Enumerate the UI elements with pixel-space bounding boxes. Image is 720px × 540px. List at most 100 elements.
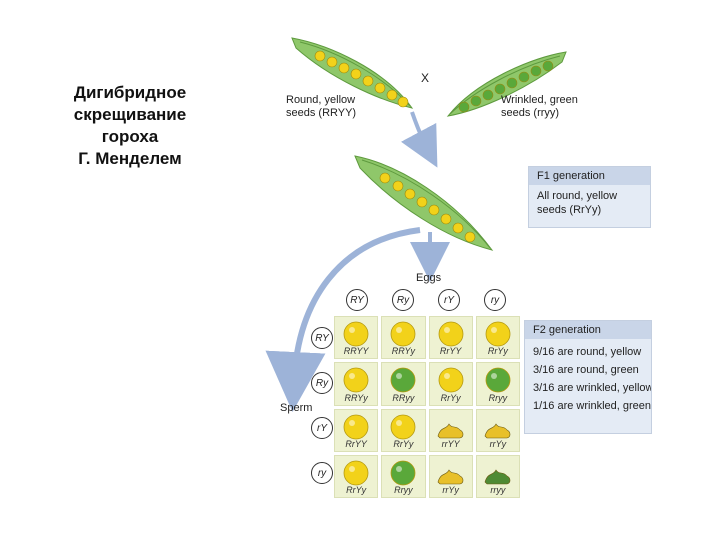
genotype-label: RrYy — [393, 438, 414, 449]
pea — [440, 213, 452, 225]
genotype-label: RrYy — [440, 392, 461, 403]
pea — [374, 82, 386, 94]
genotype-label: rryy — [490, 485, 506, 495]
punnett-cell: RRYy — [334, 362, 379, 406]
yellow-pea-icon — [343, 367, 369, 398]
cross-symbol: X — [421, 71, 430, 85]
yellow-pea-icon — [343, 414, 369, 445]
pea — [428, 204, 440, 216]
genotype-label: RrYy — [346, 485, 367, 495]
pea — [350, 68, 362, 80]
f2-line-3: 3/16 are wrinkled, yellow — [533, 382, 651, 394]
parent1-label-line-1: Round, yellow — [286, 94, 356, 106]
f2-body: 9/16 are round, yellow 3/16 are round, g… — [525, 339, 651, 419]
green-pea-icon — [485, 367, 511, 398]
yellow-pea-icon — [438, 321, 464, 352]
pea — [542, 60, 554, 72]
punnett-cell: RrYy — [475, 316, 520, 360]
pea — [404, 188, 416, 200]
sperm-gamete-Ry: Ry — [311, 372, 333, 394]
pea — [530, 65, 542, 77]
yellow-pea-icon — [436, 420, 466, 445]
pea — [379, 172, 391, 184]
genotype-label: RRYy — [391, 346, 415, 357]
yellow-pea-icon — [343, 321, 369, 352]
punnett-cell: RRYY — [334, 316, 379, 360]
genotype-label: RRYY — [343, 346, 369, 357]
pea — [416, 196, 428, 208]
pea — [326, 56, 338, 68]
pea — [397, 96, 409, 108]
sperm-gamete-RY: RY — [311, 327, 333, 349]
punnett-cell: Rryy — [381, 454, 426, 498]
pea — [458, 101, 470, 113]
pea — [386, 89, 398, 101]
pea — [392, 180, 404, 192]
pea — [506, 77, 518, 89]
punnett-cell: Rryy — [475, 362, 520, 406]
parent2-label-line-1: Wrinkled, green — [501, 94, 578, 106]
pea — [314, 50, 326, 62]
pea — [482, 89, 494, 101]
genotype-label: RRYy — [344, 392, 368, 403]
yellow-pea-icon — [438, 367, 464, 398]
egg-gamete-Ry: Ry — [392, 289, 414, 311]
yellow-pea-icon — [485, 321, 511, 352]
punnett-cell: rrYy — [475, 408, 520, 452]
genotype-label: Rryy — [394, 485, 413, 495]
f1-generation-box: F1 generation All round, yellow seeds (R… — [528, 166, 651, 228]
title-line-2: скрещивание — [73, 105, 187, 124]
genotype-label: RrYY — [439, 346, 462, 357]
sperm-gamete-rY: rY — [311, 417, 333, 439]
punnett-cell: rrYY — [428, 408, 473, 452]
egg-gamete-rY: rY — [438, 289, 460, 311]
genotype-label: rrYy — [442, 485, 459, 495]
egg-gamete-RY: RY — [346, 289, 368, 311]
punnett-cell: RrYY — [428, 316, 473, 360]
f1-body-line-1: All round, yellow — [537, 190, 618, 202]
f1-header: F1 generation — [529, 167, 650, 185]
yellow-pea-icon — [436, 466, 466, 491]
genotype-label: rrYY — [441, 438, 460, 449]
pea — [338, 62, 350, 74]
punnett-cell: rrYy — [428, 454, 473, 498]
sperm-label: Sperm — [280, 402, 313, 414]
yellow-pea-icon — [483, 420, 513, 445]
f2-header: F2 generation — [525, 321, 651, 339]
peas-f1 — [379, 172, 476, 243]
f1-body-line-2: seeds (RrYy) — [537, 204, 602, 216]
genotype-label: rrYy — [489, 438, 507, 449]
f2-line-2: 3/16 are round, green — [533, 364, 639, 376]
f2-line-4: 1/16 are wrinkled, green — [533, 400, 651, 412]
title-line-3: гороха — [101, 127, 159, 146]
genotype-label: RRyy — [392, 392, 415, 403]
f2-line-1: 9/16 are round, yellow — [533, 346, 642, 358]
egg-gamete-ry: ry — [484, 289, 506, 311]
yellow-pea-icon — [390, 414, 416, 445]
peas-parent-green — [458, 60, 554, 113]
f2-generation-box: F2 generation 9/16 are round, yellow 3/1… — [524, 320, 652, 434]
pea — [362, 75, 374, 87]
parent2-label: Wrinkled, green seeds (rryy) — [501, 94, 578, 120]
genotype-label: Rryy — [488, 392, 508, 403]
pea — [464, 231, 476, 243]
yellow-pea-icon — [390, 321, 416, 352]
pea — [494, 83, 506, 95]
arrow-to-f1 — [400, 111, 438, 168]
green-pea-icon — [483, 466, 513, 491]
genotype-label: RrYy — [487, 346, 508, 357]
pea — [470, 95, 482, 107]
slide-title: Дигибридное скрещивание гороха Г. Мендел… — [50, 82, 210, 170]
peas-parent-yellow — [314, 50, 409, 108]
genotype-label: RrYY — [345, 438, 367, 449]
punnett-cell: RrYy — [334, 454, 379, 498]
punnett-cell: RrYy — [381, 408, 426, 452]
punnett-cell: RrYY — [334, 408, 379, 452]
parent2-label-line-2: seeds (rryy) — [501, 107, 560, 119]
punnett-cell: RrYy — [428, 362, 473, 406]
pea — [518, 71, 530, 83]
title-line-4: Г. Менделем — [78, 149, 182, 168]
yellow-pea-icon — [343, 460, 369, 491]
